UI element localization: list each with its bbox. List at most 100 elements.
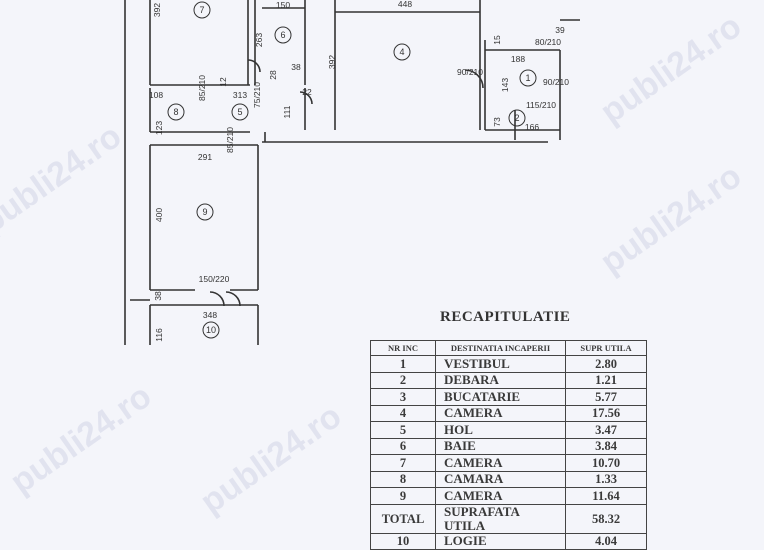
door-swing (299, 91, 313, 105)
table-cell: CAMARA (435, 470, 566, 488)
table-cell: HOL (435, 421, 566, 439)
table-cell: 6 (370, 437, 436, 455)
dimension-label: 116 (154, 328, 164, 342)
room-circle (202, 321, 220, 339)
table-cell: CAMERA (435, 404, 566, 422)
recap-title: RECAPITULATIE (440, 309, 571, 325)
dimension-label: 291 (198, 152, 212, 162)
dimension-label: 392 (327, 55, 337, 69)
room-number: 9 (202, 207, 207, 217)
dimension-label: 111 (282, 105, 292, 118)
room-number: 5 (237, 107, 242, 117)
table-cell: 17.56 (565, 404, 647, 422)
dimension-label: 28 (268, 70, 278, 80)
room-number-marker: 4 (393, 43, 411, 61)
room-number-marker: 9 (196, 203, 214, 221)
dimension-label: 166 (525, 122, 539, 132)
room-number-marker: 10 (202, 321, 220, 339)
column-header: DESTINATIA INCAPERII (435, 340, 566, 356)
table-cell: BAIE (435, 437, 566, 455)
column-header: SUPR UTILA (565, 340, 647, 356)
door-swing (464, 69, 484, 89)
table-cell: 9 (370, 487, 436, 505)
room-number-marker: 6 (274, 26, 292, 44)
table-cell: 3.84 (565, 437, 647, 455)
dimension-label: 313 (233, 90, 247, 100)
dimension-label: 38 (291, 62, 301, 72)
room-number: 4 (399, 47, 404, 57)
room-circle (508, 109, 526, 127)
table-cell: DEBARA (435, 371, 566, 389)
door-swing (247, 59, 261, 73)
dimension-label: 38 (153, 291, 163, 301)
room-number: 8 (173, 107, 178, 117)
table-cell: 3 (370, 388, 436, 406)
table-cell: 7 (370, 454, 436, 472)
room-circle (393, 43, 411, 61)
table-cell: 1.21 (565, 371, 647, 389)
dimension-label: 392 (152, 3, 162, 17)
table-cell: LOGIE (435, 532, 566, 550)
dimension-label: 448 (398, 0, 412, 9)
table-cell: 4 (370, 404, 436, 422)
table-cell: TOTAL (370, 503, 436, 534)
table-cell: 5.77 (565, 388, 647, 406)
dimension-label: 348 (203, 310, 217, 320)
table-cell: 8 (370, 470, 436, 488)
table-cell: VESTIBUL (435, 355, 566, 373)
table-cell: BUCATARIE (435, 388, 566, 406)
room-number-marker: 1 (519, 69, 537, 87)
table-cell: SUPRAFATA UTILA (435, 503, 566, 534)
door-swing (225, 291, 241, 307)
room-number-marker: 5 (231, 103, 249, 121)
dimension-label: 22 (302, 87, 312, 97)
dimension-label: 150 (276, 0, 290, 10)
dimension-label: 150/220 (199, 274, 230, 284)
room-number-marker: 2 (508, 109, 526, 127)
dimension-label: 73 (492, 117, 502, 127)
room-number: 10 (206, 325, 216, 335)
column-header: NR INC (370, 340, 436, 356)
room-circle (193, 1, 211, 19)
room-number: 6 (280, 30, 285, 40)
room-number: 1 (525, 73, 530, 83)
table-cell: 2.80 (565, 355, 647, 373)
dimension-label: 85/210 (225, 127, 235, 153)
dimension-label: 143 (500, 78, 510, 92)
room-circle (231, 103, 249, 121)
room-number-marker: 7 (193, 1, 211, 19)
dimension-label: 85/210 (197, 75, 207, 101)
table-cell: 5 (370, 421, 436, 439)
table-cell: 10.70 (565, 454, 647, 472)
room-number-marker: 8 (167, 103, 185, 121)
dimension-label: 115/210 (526, 100, 556, 110)
dimension-label: 188 (511, 54, 525, 64)
dimension-label: 39 (555, 25, 565, 35)
room-number: 7 (199, 5, 204, 15)
room-circle (519, 69, 537, 87)
dimension-label: 90/210 (543, 77, 569, 87)
table-cell: 4.04 (565, 532, 647, 550)
room-circle (196, 203, 214, 221)
room-circle (274, 26, 292, 44)
table-cell: CAMERA (435, 454, 566, 472)
dimension-label: 12 (218, 77, 228, 87)
table-cell: 11.64 (565, 487, 647, 505)
dimension-label: 123 (154, 121, 164, 135)
table-cell: 10 (370, 532, 436, 550)
dimension-label: 75/210 (252, 82, 262, 108)
